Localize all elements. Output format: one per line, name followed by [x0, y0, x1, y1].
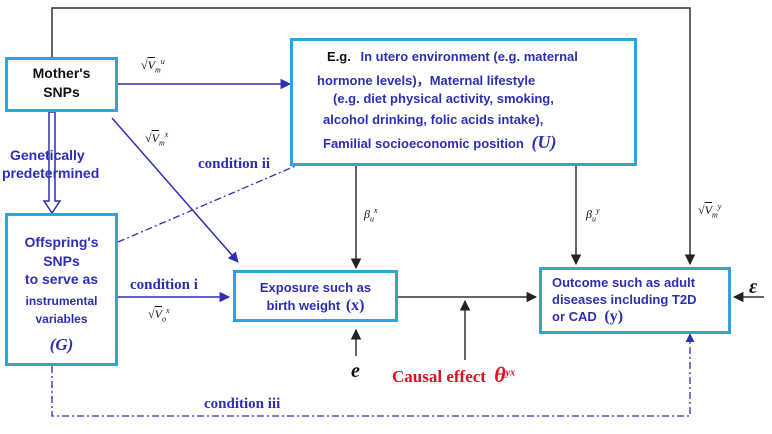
offspring-to-environment-arrow	[117, 157, 315, 243]
predetermined-label: predetermined	[2, 165, 100, 181]
environment-box: E.g. In utero environment (e.g. maternal…	[290, 38, 637, 166]
offspring-line5: variables	[35, 312, 88, 326]
environment-line3: (e.g. diet physical activity, smoking,	[333, 91, 554, 106]
genetic-inheritance-arrow	[42, 111, 62, 215]
offspring-to-outcome-arrow	[51, 333, 695, 417]
offspring-line1: Offspring's	[24, 234, 99, 250]
exposure-line2: birth weight (x)	[236, 297, 395, 315]
environment-line5-text: Familial socioeconomic position	[323, 136, 524, 151]
causal-effect-text: Causal effect	[392, 367, 486, 386]
outcome-line1: Outcome such as adult	[552, 275, 696, 290]
exposure-line2-text: birth weight	[266, 298, 341, 313]
mother-label-line2: SNPs	[43, 84, 80, 100]
mother-to-exposure-arrow	[111, 117, 239, 263]
environment-symbol: (U)	[531, 132, 557, 152]
v-ox-sub: o	[161, 314, 166, 324]
mother-snps-box: Mother's SNPs	[5, 57, 118, 112]
environment-line1-text: In utero environment (e.g. maternal	[360, 49, 578, 64]
beta-uy-base: β	[586, 207, 592, 221]
offspring-snps-box: Offspring's SNPs to serve as instrumenta…	[5, 213, 118, 366]
beta-uy-param: βuy	[586, 206, 600, 223]
exposure-box: Exposure such as birth weight (x)	[233, 270, 398, 322]
v-ox-param: √Vox	[148, 306, 170, 323]
v-mx-sup: x	[164, 130, 169, 139]
exposure-symbol: (x)	[345, 297, 365, 314]
genetically-label: Genetically	[10, 147, 85, 163]
error-e-label: e	[351, 360, 360, 382]
v-mu-radical: √	[141, 58, 148, 72]
outcome-box: Outcome such as adult diseases including…	[539, 267, 731, 334]
beta-ux-param: βux	[364, 206, 378, 223]
v-mu-sub: m	[154, 65, 161, 75]
beta-ux-sub: u	[369, 214, 374, 224]
offspring-line3: to serve as	[24, 271, 99, 287]
mother-label-line1: Mother's	[32, 65, 91, 81]
environment-line2: hormone levels)，Maternal lifestyle	[317, 73, 536, 88]
beta-uy-sup: y	[595, 206, 600, 215]
outcome-line3-text: or CAD	[552, 309, 597, 324]
v-my-radical: √	[698, 203, 705, 217]
v-my-sub: m	[711, 210, 718, 220]
v-ox-radical: √	[148, 307, 155, 321]
condition-iii-label: condition iii	[204, 396, 281, 412]
environment-line4: alcohol drinking, folic acids intake),	[323, 112, 544, 127]
beta-uy-sub: u	[591, 214, 596, 224]
environment-line5: Familial socioeconomic position (U)	[323, 132, 556, 153]
v-mu-sup: u	[160, 57, 165, 66]
offspring-symbol: (G)	[49, 335, 74, 354]
v-mx-base: V	[151, 131, 159, 145]
epsilon-label: ε	[749, 276, 758, 298]
v-mx-radical: √	[145, 131, 152, 145]
v-my-sup: y	[717, 202, 722, 211]
v-mu-base: V	[147, 58, 155, 72]
environment-eg-prefix: E.g.	[327, 49, 351, 64]
outcome-line2: diseases including T2D	[552, 292, 697, 307]
condition-i-label: condition i	[130, 277, 198, 293]
v-my-base: V	[704, 203, 712, 217]
v-mx-param: √Vmx	[145, 130, 168, 147]
environment-line1: E.g. In utero environment (e.g. maternal	[327, 49, 578, 64]
v-ox-sup: x	[165, 306, 170, 315]
offspring-line2: SNPs	[43, 253, 80, 269]
outcome-line3: or CAD (y)	[552, 308, 623, 326]
condition-ii-label: condition ii	[198, 156, 271, 172]
v-mu-param: √Vmu	[141, 57, 165, 74]
beta-ux-base: β	[364, 207, 370, 221]
v-mx-sub: m	[158, 138, 165, 148]
offspring-line4: instrumental	[25, 294, 98, 308]
v-my-param: √Vmy	[698, 202, 721, 219]
outcome-symbol: (y)	[604, 308, 624, 325]
mother-to-outcome-arrow	[51, 7, 696, 266]
causal-effect-label: Causal effect θyx	[392, 362, 515, 388]
theta-superscript: yx	[505, 367, 516, 379]
exposure-line1: Exposure such as	[259, 280, 372, 295]
v-ox-base: V	[154, 307, 162, 321]
beta-ux-sup: x	[373, 206, 378, 215]
theta-symbol: θ	[494, 362, 506, 387]
